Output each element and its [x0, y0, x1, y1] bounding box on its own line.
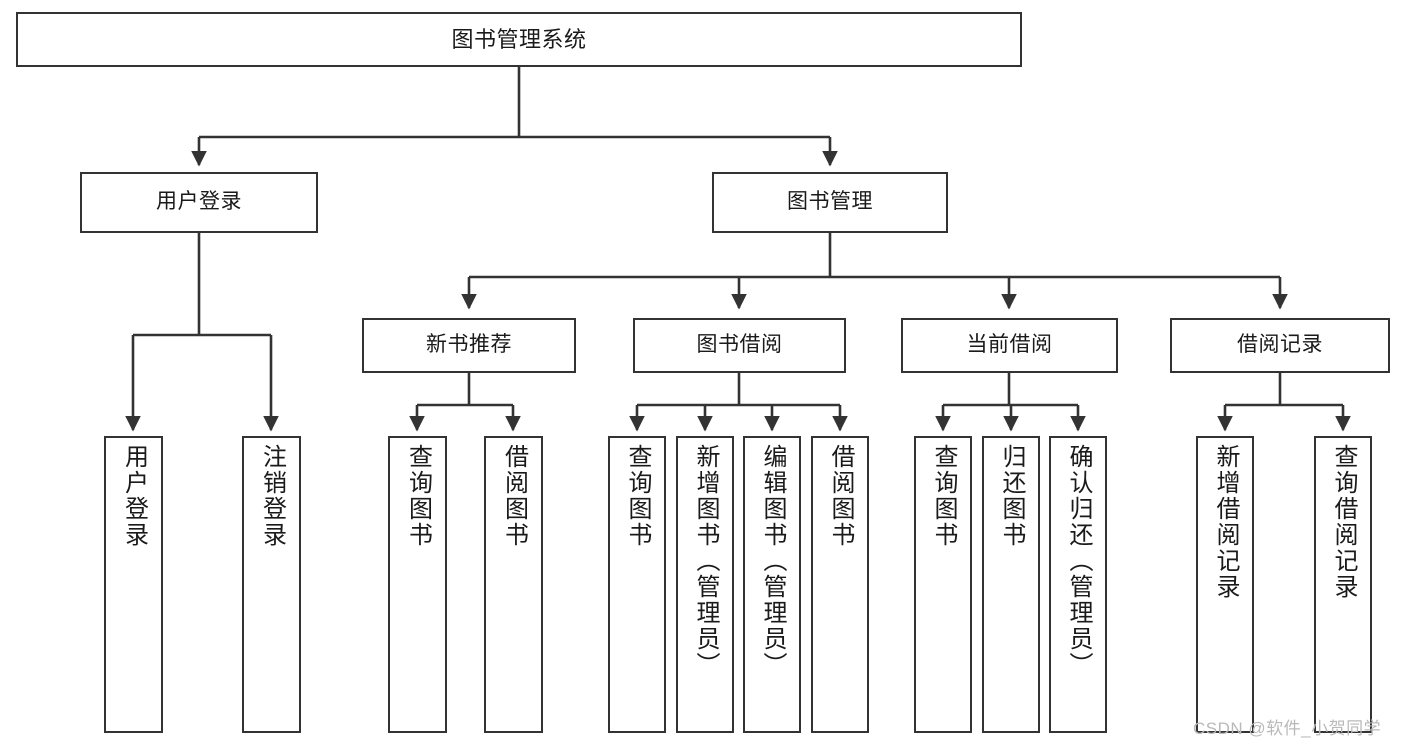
node-label: 借阅记录: [1237, 333, 1323, 357]
node-logout[interactable]: 注销登录: [242, 436, 301, 733]
node-user-login[interactable]: 用户登录: [80, 172, 318, 233]
node-label: 注销登录: [258, 444, 286, 548]
node-label: 归还图书: [998, 444, 1025, 548]
node-label: 新书推荐: [426, 333, 512, 357]
node-add-record[interactable]: 新增借阅记录: [1196, 436, 1254, 733]
node-borrow-book-1[interactable]: 借阅图书: [484, 436, 543, 733]
node-label: 图书管理: [787, 190, 873, 214]
node-query-record[interactable]: 查询借阅记录: [1314, 436, 1372, 733]
node-label: 确认归还（管理员）: [1065, 444, 1092, 678]
node-login[interactable]: 用户登录: [104, 436, 163, 733]
node-return-book[interactable]: 归还图书: [982, 436, 1040, 733]
node-edit-book[interactable]: 编辑图书（管理员）: [743, 436, 801, 733]
node-book-borrow[interactable]: 图书借阅: [633, 318, 846, 373]
node-label: 当前借阅: [966, 333, 1053, 357]
node-label: 查询图书: [404, 444, 432, 548]
node-current-borrow[interactable]: 当前借阅: [901, 318, 1118, 373]
node-borrow-book-2[interactable]: 借阅图书: [811, 436, 869, 733]
node-borrow-record[interactable]: 借阅记录: [1170, 318, 1390, 373]
node-label: 用户登录: [156, 190, 242, 214]
node-add-book[interactable]: 新增图书（管理员）: [676, 436, 734, 733]
node-confirm-return[interactable]: 确认归还（管理员）: [1049, 436, 1107, 733]
node-label: 编辑图书（管理员）: [759, 444, 786, 678]
node-label: 借阅图书: [500, 444, 528, 548]
node-label: 图书管理系统: [451, 26, 587, 52]
node-query-book-2[interactable]: 查询图书: [608, 436, 666, 733]
node-label: 查询借阅记录: [1330, 444, 1357, 600]
node-label: 借阅图书: [827, 444, 854, 548]
node-label: 查询图书: [930, 444, 957, 548]
node-label: 新增图书（管理员）: [692, 444, 719, 678]
node-label: 用户登录: [120, 444, 148, 548]
node-query-book-1[interactable]: 查询图书: [388, 436, 447, 733]
node-new-book-recommend[interactable]: 新书推荐: [362, 318, 576, 373]
node-label: 图书借阅: [696, 333, 783, 357]
node-label: 查询图书: [624, 444, 651, 548]
node-root-system[interactable]: 图书管理系统: [16, 12, 1022, 67]
node-book-management[interactable]: 图书管理: [712, 172, 948, 233]
node-query-book-3[interactable]: 查询图书: [914, 436, 972, 733]
node-label: 新增借阅记录: [1212, 444, 1239, 600]
